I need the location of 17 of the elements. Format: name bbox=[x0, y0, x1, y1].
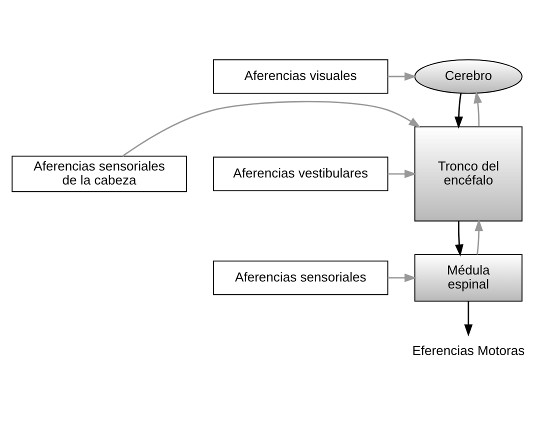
arrow bbox=[454, 93, 464, 129]
arrow bbox=[388, 72, 417, 81]
arrow bbox=[122, 100, 421, 157]
node-box: Tronco del encéfalo bbox=[414, 126, 522, 222]
arrow bbox=[474, 218, 484, 255]
node-box: Aferencias vestibulares bbox=[213, 156, 388, 192]
arrow bbox=[474, 91, 482, 127]
arrow bbox=[388, 170, 417, 178]
node-box: Aferencias visuales bbox=[213, 59, 388, 94]
node-box: Médula espinal bbox=[414, 254, 522, 302]
arrow bbox=[464, 302, 473, 336]
node-ellipse: Cerebro bbox=[414, 59, 522, 94]
node-box: Aferencias sensoriales bbox=[213, 260, 388, 296]
node-text: Eferencias Motoras bbox=[412, 342, 525, 358]
arrow bbox=[455, 221, 464, 257]
node-box: Aferencias sensoriales de la cabeza bbox=[12, 156, 187, 192]
arrow bbox=[388, 274, 417, 282]
